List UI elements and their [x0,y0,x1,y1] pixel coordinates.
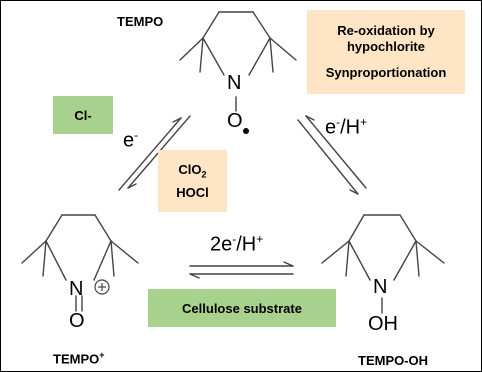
tempo-label: TEMPO [117,14,164,29]
tempo-oxygen: O [227,110,243,132]
chloride-box: Cl- [53,96,113,134]
tempo-plus-oxygen: O [69,310,85,332]
right-equilibrium-arrows [297,115,367,195]
left-arrow-label: e- [123,128,139,152]
oxidants-line2: HOCl [176,184,209,200]
tempo-oh-label: TEMPO-OH [358,353,429,368]
reoxidation-line3: Synproportionation [325,65,447,80]
tempo-plus-nitrogen: N [69,278,84,300]
tempo-plus-ring [21,214,139,312]
reoxidation-box: Re-oxidation by hypochlorite Synproporti… [307,10,465,94]
radical-dot [243,128,249,134]
tempo-oh-nitrogen: N [373,276,388,298]
chloride-text: Cl- [74,107,92,123]
reoxidation-line2: hypochlorite [346,39,425,54]
tempo-ring [179,11,297,112]
tempo-plus-label: TEMPO+ [53,350,105,367]
positive-charge-circle [94,279,110,295]
right-arrow-label: e-/H+ [325,115,368,139]
cellulose-text: Cellulose substrate [182,300,302,316]
reoxidation-line1: Re-oxidation by [337,23,435,38]
tempo-oh-ring [321,214,445,314]
bottom-arrow-label: 2e-/H+ [210,232,264,256]
oxidants-line1: ClO2 [178,162,207,180]
tempo-nitrogen: N [227,72,242,94]
tempo-oh-hydroxyl: OH [368,313,398,335]
bottom-equilibrium-arrows [189,261,294,279]
oxidants-box: ClO2 HOCl [158,150,227,212]
cellulose-box: Cellulose substrate [148,289,336,327]
